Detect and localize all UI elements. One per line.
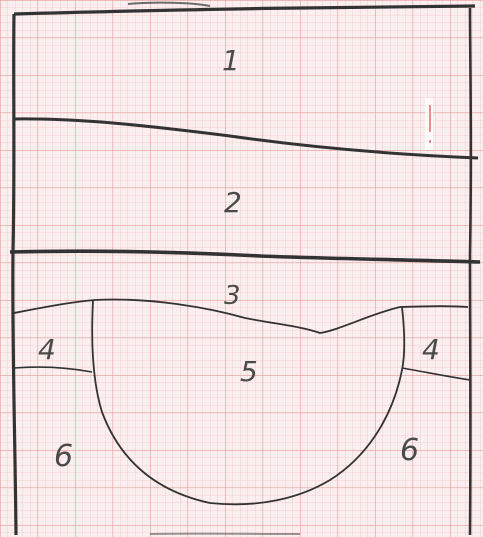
region-label-5: 5 bbox=[240, 355, 258, 388]
region-label-6-left: 6 bbox=[54, 439, 73, 474]
boundary-region-5 bbox=[91, 300, 406, 506]
region-label-1: 1 bbox=[222, 44, 240, 77]
boundary-2-3 bbox=[9, 249, 481, 264]
top-edge-scribble bbox=[127, 1, 211, 7]
region-label-3: 3 bbox=[224, 281, 241, 311]
region-label-2: 2 bbox=[224, 186, 242, 219]
boundary-1-2 bbox=[13, 117, 479, 160]
boundary-3-lower bbox=[13, 298, 469, 334]
region-label-4-right: 4 bbox=[422, 333, 440, 366]
right-border-line bbox=[468, 7, 473, 536]
margin-mark bbox=[425, 98, 433, 150]
region-label-4-left: 4 bbox=[38, 333, 56, 366]
boundary-4-left bbox=[13, 366, 93, 373]
top-border-line bbox=[13, 4, 476, 16]
region-label-6-right: 6 bbox=[400, 433, 419, 468]
boundary-4-right bbox=[401, 367, 471, 381]
